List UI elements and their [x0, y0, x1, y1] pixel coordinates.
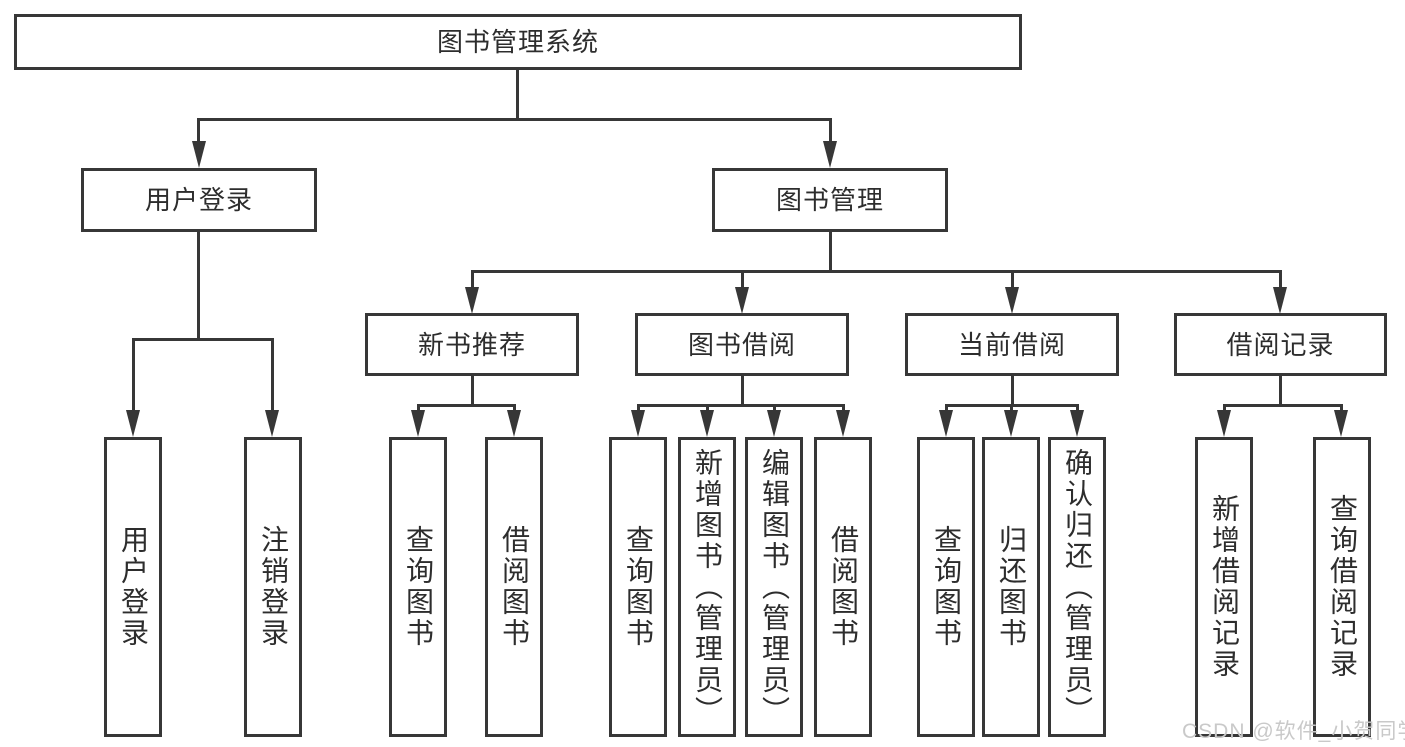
connector-line: [773, 404, 776, 413]
arrowhead: [507, 410, 521, 437]
leaf-borrow-query-books: 查询图书: [609, 437, 667, 737]
node-book-borrow: 图书借阅: [635, 313, 849, 376]
connector-line: [1076, 404, 1079, 413]
arrowhead: [465, 287, 479, 314]
connector-line: [1223, 404, 1226, 413]
connector-line: [741, 270, 744, 290]
node-root-label: 图书管理系统: [436, 27, 599, 57]
connector-line: [1223, 404, 1343, 407]
csdn-watermark: CSDN @软件_小贺同学: [1182, 720, 1405, 743]
connector-line: [417, 404, 420, 413]
connector-line: [945, 404, 948, 413]
leaf-current-query-books-label: 查询图书: [931, 525, 962, 649]
connector-line: [417, 404, 516, 407]
leaf-current-return-books: 归还图书: [982, 437, 1040, 737]
arrowhead: [1273, 287, 1287, 314]
connector-line: [471, 270, 1281, 273]
arrowhead: [1334, 410, 1348, 437]
arrowhead: [700, 410, 714, 437]
connector-line: [1010, 404, 1013, 413]
connector-line: [132, 338, 274, 341]
leaf-logout: 注销登录: [244, 437, 302, 737]
node-user-login: 用户登录: [81, 168, 317, 232]
leaf-records-query-record: 查询借阅记录: [1313, 437, 1371, 737]
leaf-current-confirm-return-admin-label: 确认归还（管理员）: [1062, 447, 1093, 727]
arrowhead: [767, 410, 781, 437]
leaf-borrow-borrow-books: 借阅图书: [814, 437, 872, 737]
connector-line: [132, 338, 135, 412]
arrowhead: [411, 410, 425, 437]
connector-line: [1011, 270, 1014, 290]
arrowhead: [836, 410, 850, 437]
leaf-records-add-record-label: 新增借阅记录: [1209, 494, 1240, 680]
leaf-borrow-borrow-books-label: 借阅图书: [828, 525, 859, 649]
connector-line: [513, 404, 516, 413]
connector-line: [516, 68, 519, 118]
connector-line: [706, 404, 709, 413]
leaf-borrow-edit-books-admin: 编辑图书（管理员）: [745, 437, 803, 737]
node-borrow-records: 借阅记录: [1174, 313, 1387, 376]
leaf-borrow-add-books-admin: 新增图书（管理员）: [678, 437, 736, 737]
leaf-current-confirm-return-admin: 确认归还（管理员）: [1048, 437, 1106, 737]
node-book-management: 图书管理: [712, 168, 948, 232]
arrowhead: [192, 141, 206, 168]
connector-line: [637, 404, 845, 407]
connector-line: [1011, 375, 1014, 406]
leaf-newbook-query-books-label: 查询图书: [403, 525, 434, 649]
connector-line: [1279, 270, 1282, 290]
arrowhead: [631, 410, 645, 437]
leaf-newbook-borrow-books-label: 借阅图书: [499, 525, 530, 649]
node-book-management-label: 图书管理: [775, 185, 884, 215]
connector-line: [637, 404, 640, 413]
connector-line: [829, 118, 832, 146]
arrowhead: [735, 287, 749, 314]
leaf-newbook-query-books: 查询图书: [389, 437, 447, 737]
node-book-borrow-label: 图书借阅: [687, 329, 796, 360]
arrowhead: [823, 141, 837, 168]
connector-line: [471, 375, 474, 406]
leaf-records-query-record-label: 查询借阅记录: [1327, 494, 1358, 680]
arrowhead: [1004, 410, 1018, 437]
node-user-login-label: 用户登录: [144, 185, 253, 215]
connector-line: [829, 231, 832, 272]
arrowhead: [126, 410, 140, 437]
leaf-borrow-edit-books-admin-label: 编辑图书（管理员）: [759, 447, 790, 727]
arrowhead: [1070, 410, 1084, 437]
connector-line: [271, 338, 274, 412]
connector-line: [1340, 404, 1343, 413]
leaf-current-return-books-label: 归还图书: [996, 525, 1027, 649]
leaf-user-login-label: 用户登录: [118, 525, 149, 649]
arrowhead: [1217, 410, 1231, 437]
connector-line: [197, 118, 832, 121]
leaf-logout-label: 注销登录: [258, 525, 289, 649]
leaf-borrow-add-books-admin-label: 新增图书（管理员）: [692, 447, 723, 727]
connector-line: [197, 118, 200, 146]
connector-line: [741, 375, 744, 406]
arrowhead: [1005, 287, 1019, 314]
connector-line: [197, 231, 200, 340]
node-root: 图书管理系统: [14, 14, 1022, 70]
arrowhead: [265, 410, 279, 437]
leaf-user-login: 用户登录: [104, 437, 162, 737]
node-current-borrow: 当前借阅: [905, 313, 1119, 376]
node-new-book-recommend-label: 新书推荐: [417, 329, 526, 360]
connector-line: [1279, 375, 1282, 406]
leaf-borrow-query-books-label: 查询图书: [623, 525, 654, 649]
leaf-records-add-record: 新增借阅记录: [1195, 437, 1253, 737]
node-new-book-recommend: 新书推荐: [365, 313, 579, 376]
connector-line: [471, 270, 474, 290]
leaf-newbook-borrow-books: 借阅图书: [485, 437, 543, 737]
leaf-current-query-books: 查询图书: [917, 437, 975, 737]
arrowhead: [939, 410, 953, 437]
connector-line: [842, 404, 845, 413]
node-borrow-records-label: 借阅记录: [1226, 329, 1335, 360]
node-current-borrow-label: 当前借阅: [957, 329, 1066, 360]
